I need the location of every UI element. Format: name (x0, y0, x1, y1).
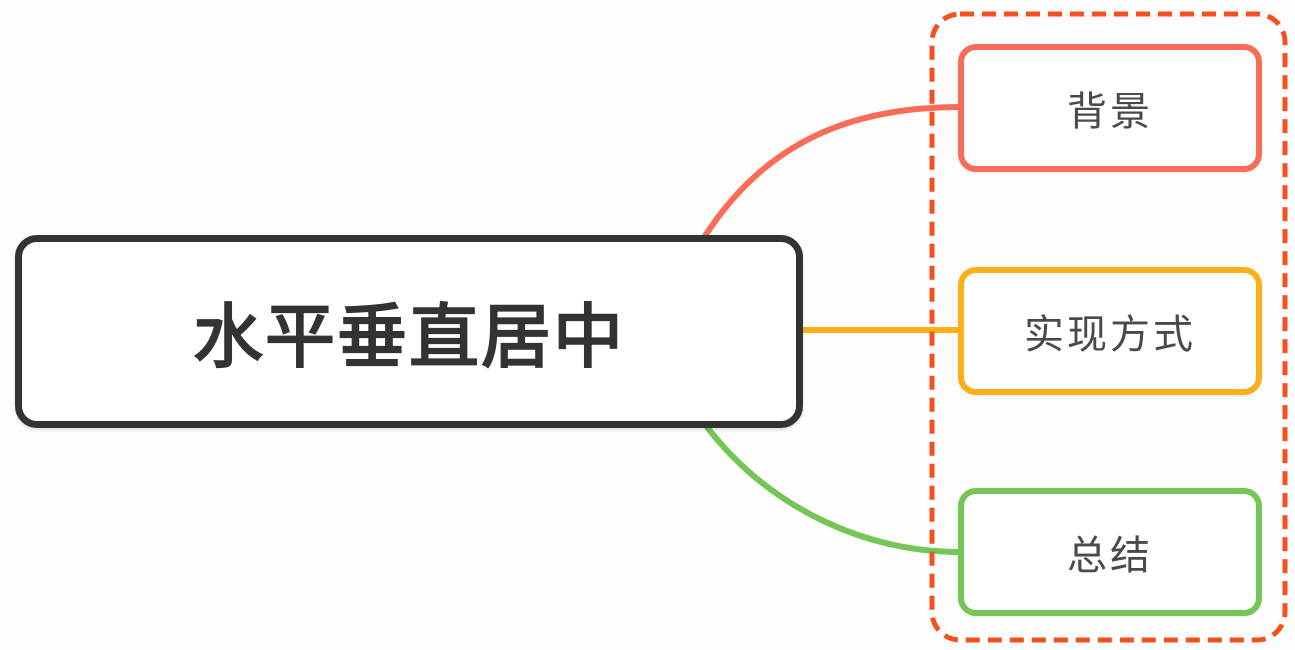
child-node-background-label: 背景 (1067, 90, 1153, 134)
child-node-background[interactable]: 背景 (958, 44, 1262, 172)
child-node-implementation-label: 实现方式 (1024, 313, 1196, 357)
child-node-summary-label: 总结 (1067, 534, 1153, 578)
edge-background (702, 104, 964, 239)
root-node-label: 水平垂直居中 (193, 298, 625, 376)
root-node[interactable]: 水平垂直居中 (15, 235, 803, 428)
child-node-implementation[interactable]: 实现方式 (958, 267, 1262, 395)
child-node-summary[interactable]: 总结 (958, 488, 1262, 616)
edge-summary (704, 424, 964, 555)
